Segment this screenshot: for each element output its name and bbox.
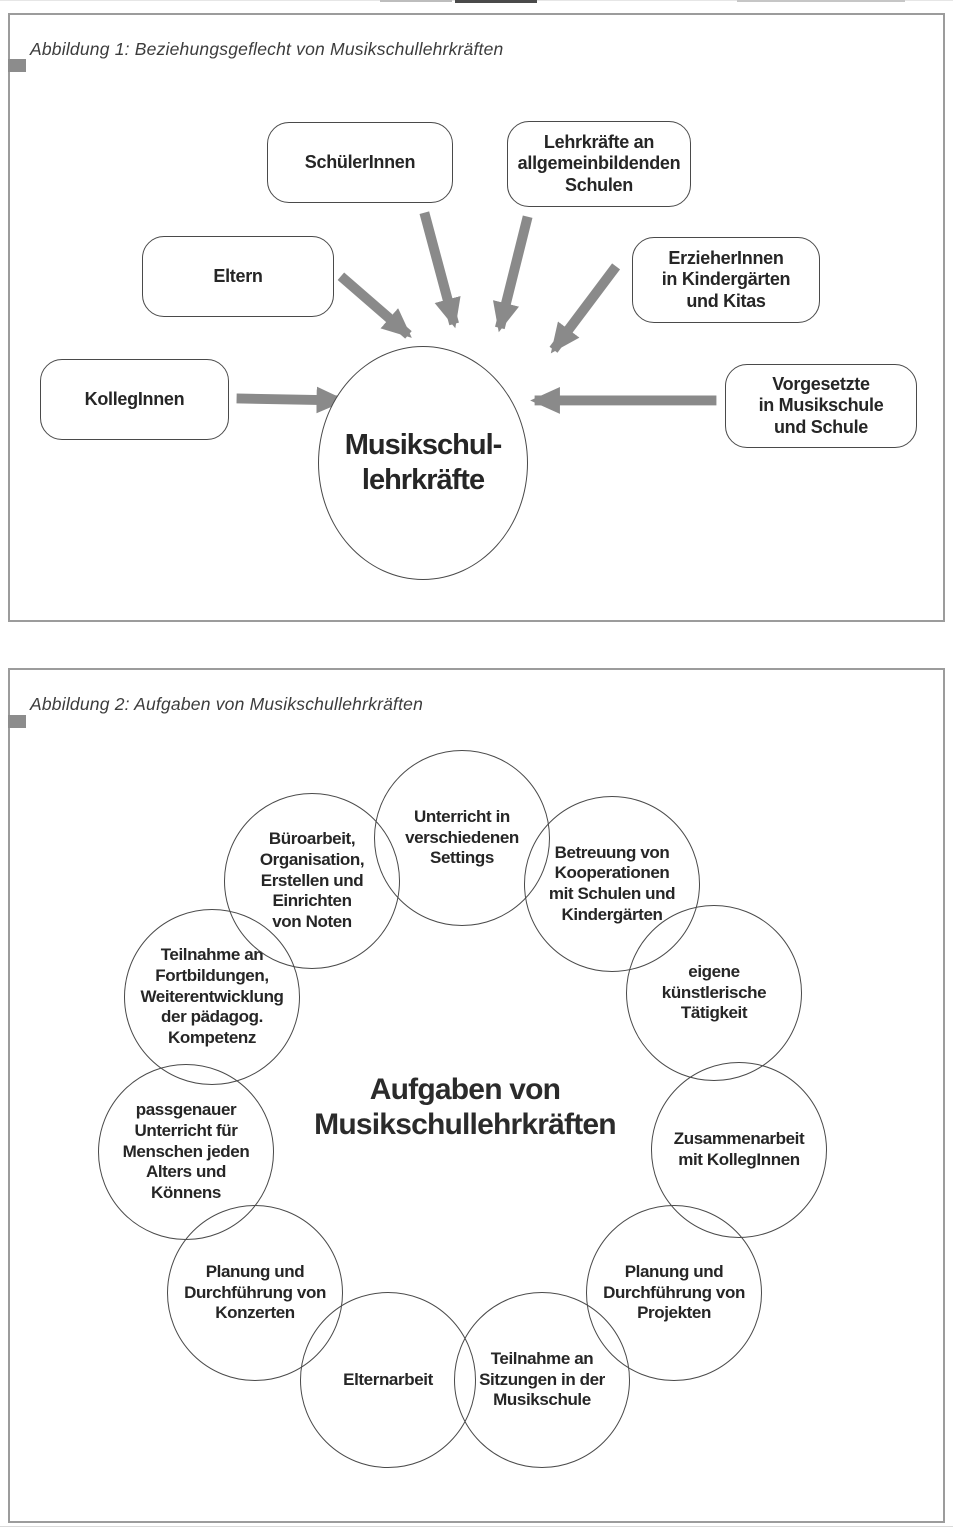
task-circle-passgenauer-unterricht: passgenauer Unterricht für Menschen jede… <box>98 1064 274 1240</box>
figure1-center-circle: Musikschul- lehrkräfte <box>318 346 528 580</box>
node-vorgesetzte: Vorgesetzte in Musikschule und Schule <box>725 364 917 448</box>
arrow-lehrkraefte-icon <box>492 215 533 333</box>
node-lehrkraefte-schulen: Lehrkräfte an allgemeinbildenden Schulen <box>507 121 691 207</box>
task-circle-teilnahme-sitzungen: Teilnahme an Sitzungen in der Musikschul… <box>454 1292 630 1468</box>
figure2-caption: Abbildung 2: Aufgaben von Musikschullehr… <box>30 694 424 714</box>
scan-artifact <box>0 1526 953 1527</box>
figure2-center-title: Aufgaben von Musikschullehrkräften <box>314 1073 616 1142</box>
arrow-schuelerinnen-icon <box>419 211 461 329</box>
scan-artifact <box>380 0 452 2</box>
task-circle-planung-konzerte: Planung und Durchführung von Konzerten <box>167 1205 343 1381</box>
figure2-panel: Abbildung 2: Aufgaben von Musikschullehr… <box>8 668 945 1523</box>
arrow-eltern-icon <box>337 272 412 339</box>
scan-artifact <box>737 0 905 2</box>
task-circle-kuenstlerische-taetigkeit: eigene künstlerische Tätigkeit <box>626 905 802 1081</box>
task-circle-fortbildungen: Teilnahme an Fortbildungen, Weiterentwic… <box>124 909 300 1085</box>
task-circle-planung-projekte: Planung und Durchführung von Projekten <box>586 1205 762 1381</box>
task-circle-zusammenarbeit-kollegen: Zusammenarbeit mit KollegInnen <box>651 1062 827 1238</box>
task-circle-elternarbeit: Elternarbeit <box>300 1292 476 1468</box>
task-circle-unterricht-settings: Unterricht in verschiedenen Settings <box>374 750 550 926</box>
task-circle-betreuung-kooperationen: Betreuung von Kooperationen mit Schulen … <box>524 796 700 972</box>
node-schuelerinnen: SchülerInnen <box>267 122 453 203</box>
node-erzieherinnen: ErzieherInnen in Kindergärten und Kitas <box>632 237 820 323</box>
caption-marker-square <box>8 715 26 728</box>
task-circle-bueroarbeit-noten: Büroarbeit, Organisation, Erstellen und … <box>224 793 400 969</box>
arrow-erzieherinnen-icon <box>549 263 621 354</box>
caption-marker-square <box>8 59 26 72</box>
arrow-kolleginnen-icon <box>236 386 347 414</box>
figure1-panel: Abbildung 1: Beziehungsgeflecht von Musi… <box>8 13 945 622</box>
scan-artifact <box>455 0 537 3</box>
figure1-caption: Abbildung 1: Beziehungsgeflecht von Musi… <box>30 39 504 59</box>
node-kolleginnen: KollegInnen <box>40 359 229 440</box>
relationship-arrows <box>236 211 717 414</box>
node-eltern: Eltern <box>142 236 334 317</box>
